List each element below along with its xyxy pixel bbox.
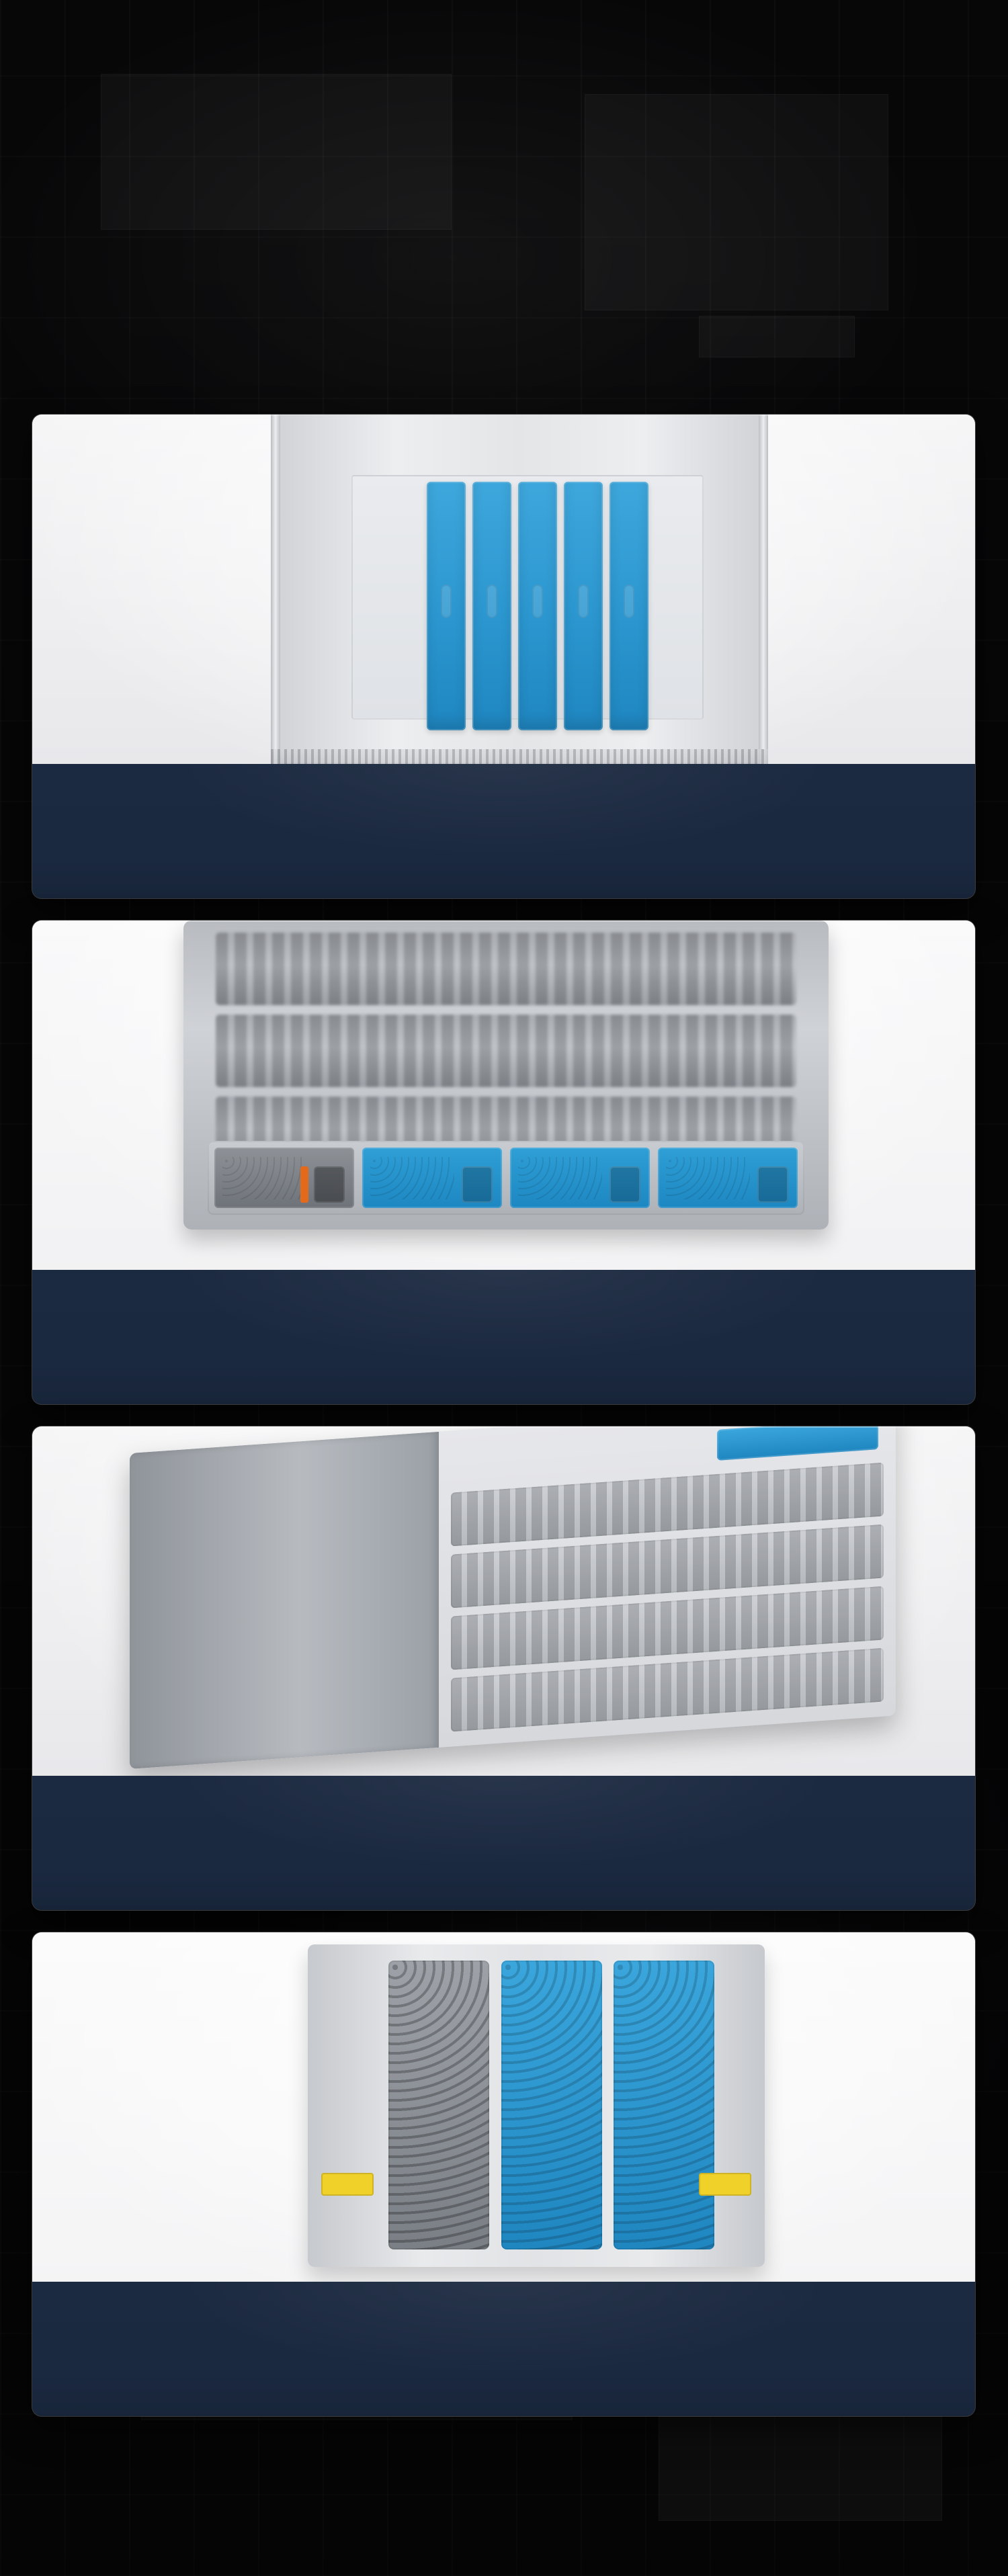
product-image-2 [32, 920, 975, 1270]
module-bay-frame [271, 415, 768, 764]
line-card-slot [216, 1015, 796, 1087]
fan-panel-blue [501, 1961, 602, 2249]
background-panel [585, 94, 888, 310]
blue-module [472, 482, 511, 730]
background-panel [699, 316, 855, 357]
warning-label [699, 2173, 751, 2196]
fan-panel-blue [614, 1961, 714, 2249]
chassis-front-panel [439, 1426, 896, 1748]
product-image-3 [32, 1426, 975, 1776]
background-panel [101, 74, 452, 230]
chassis-side-panel [130, 1431, 439, 1769]
card-info-panel [32, 1776, 975, 1910]
power-supply-unit [658, 1148, 798, 1208]
chassis-rail-right [759, 415, 768, 764]
card-info-panel [32, 2282, 975, 2416]
product-image-4 [32, 1932, 975, 2282]
blue-module [564, 482, 603, 730]
fan-panel-gray [388, 1961, 489, 2249]
chassis-rear [183, 920, 829, 1230]
power-supply-unit [510, 1148, 650, 1208]
blue-module-group [427, 482, 648, 730]
card-info-panel [32, 1270, 975, 1404]
fan-tray [308, 1944, 765, 2267]
blue-module [427, 482, 466, 730]
line-card-slot [216, 933, 796, 1005]
product-image-1 [32, 415, 975, 764]
product-card-4 [32, 1932, 975, 2416]
power-accent [300, 1166, 308, 1203]
product-card-1 [32, 415, 975, 898]
power-supply-unit [214, 1148, 354, 1208]
vent-strip [271, 749, 768, 764]
power-supply-unit [362, 1148, 502, 1208]
management-module [717, 1426, 878, 1461]
product-card-2 [32, 920, 975, 1404]
card-info-panel [32, 764, 975, 898]
blue-module [518, 482, 557, 730]
blue-module [610, 482, 648, 730]
perspective-chassis [130, 1426, 896, 1769]
power-supply-row [208, 1141, 804, 1215]
product-card-3 [32, 1426, 975, 1910]
warning-label [321, 2173, 374, 2196]
chassis-rail-left [271, 415, 280, 764]
